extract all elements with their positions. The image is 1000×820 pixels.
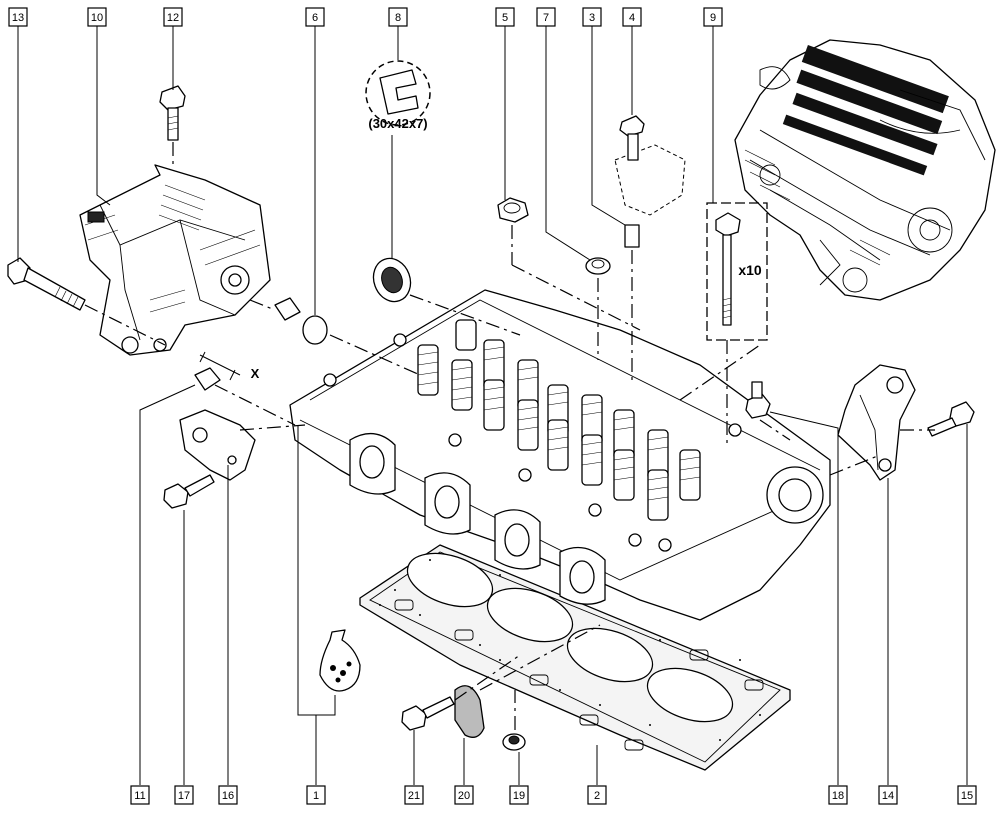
label-21: 21	[404, 785, 424, 805]
svg-text:15: 15	[961, 790, 973, 802]
label-9: 9	[703, 7, 723, 27]
label-2: 2	[587, 785, 607, 805]
label-19: 19	[509, 785, 529, 805]
svg-text:3: 3	[589, 12, 595, 24]
label-20: 20	[454, 785, 474, 805]
svg-text:11: 11	[134, 790, 145, 802]
svg-text:7: 7	[543, 12, 549, 24]
label-14: 14	[878, 785, 898, 805]
dowel-11: X	[194, 351, 260, 391]
svg-text:12: 12	[167, 12, 179, 24]
svg-text:5: 5	[502, 12, 508, 24]
cylinder-head-gasket	[359, 544, 791, 771]
bolt-15	[927, 401, 975, 437]
cylinder-head	[289, 289, 831, 621]
label-15: 15	[957, 785, 977, 805]
nut-19	[502, 733, 526, 751]
svg-text:2: 2	[594, 790, 600, 802]
svg-text:20: 20	[458, 790, 470, 802]
dimension-x-annotation: X	[251, 366, 260, 381]
valve-springs	[417, 319, 701, 521]
label-17: 17	[174, 785, 194, 805]
bolt-18	[745, 381, 771, 419]
bolt-quantity-annotation: x10	[738, 262, 762, 278]
label-13: 13	[8, 7, 28, 27]
bracket-14	[837, 364, 916, 481]
bolt-12	[159, 85, 186, 141]
svg-text:18: 18	[832, 790, 844, 802]
head-bolt-9: x10	[706, 202, 768, 341]
bracket-16	[179, 409, 256, 481]
label-10: 10	[87, 7, 107, 27]
label-11: 11	[130, 785, 150, 805]
cover-plate-20	[454, 685, 485, 738]
svg-text:19: 19	[513, 790, 525, 802]
seal-size-annotation: (30x42x7)	[368, 116, 427, 131]
sleeve-3-and-bolt-4	[614, 115, 686, 248]
svg-text:17: 17	[178, 790, 190, 802]
label-1: 1	[306, 785, 326, 805]
svg-text:16: 16	[222, 790, 234, 802]
label-12: 12	[163, 7, 183, 27]
label-4: 4	[622, 7, 642, 27]
leader-lines	[17, 26, 968, 785]
engine-reference-picture	[734, 39, 996, 301]
svg-text:9: 9	[710, 12, 716, 24]
label-18: 18	[828, 785, 848, 805]
label-5: 5	[495, 7, 515, 27]
svg-text:10: 10	[91, 12, 103, 24]
label-3: 3	[582, 7, 602, 27]
svg-text:4: 4	[629, 12, 635, 24]
label-8: 8	[388, 7, 408, 27]
assembly-lines	[84, 142, 935, 730]
svg-text:8: 8	[395, 12, 401, 24]
svg-text:6: 6	[312, 12, 318, 24]
svg-text:1: 1	[313, 790, 319, 802]
washer-7	[585, 257, 611, 275]
svg-text:21: 21	[408, 790, 420, 802]
label-7: 7	[536, 7, 556, 27]
svg-text:13: 13	[12, 12, 24, 24]
bolt-17	[163, 474, 215, 509]
camshaft-seal-8: (30x42x7)	[365, 60, 431, 303]
sealant-pouch	[319, 629, 361, 692]
sleeve-and-plug-6	[274, 297, 328, 345]
nut-5	[497, 197, 529, 223]
bolt-21	[401, 696, 455, 731]
svg-text:14: 14	[882, 790, 894, 802]
label-6: 6	[305, 7, 325, 27]
label-16: 16	[218, 785, 238, 805]
bolt-13	[7, 257, 86, 311]
engine-mounting-bracket	[79, 164, 271, 356]
